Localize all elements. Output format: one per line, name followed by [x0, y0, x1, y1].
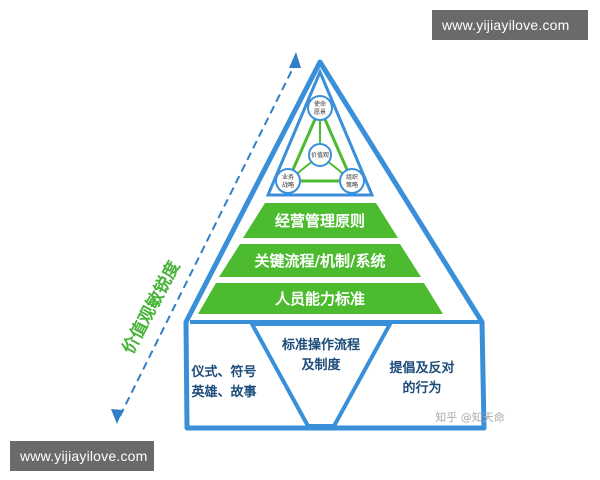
watermark-bottom: www.yijiayilove.com [10, 441, 154, 471]
circle-right-line1: 组织 [346, 173, 358, 181]
source-credit: 知乎 @知天命 [435, 410, 505, 424]
base-middle-line2: 及制度 [301, 357, 341, 373]
values-circle [308, 143, 332, 167]
top-triangle: 使命 愿景 价值观 业务 战略 组织 策略 [265, 68, 375, 197]
band-1-label: 经营管理原则 [275, 212, 365, 230]
arrow-head-up-icon [289, 52, 301, 68]
watermark-top: www.yijiayilove.com [432, 10, 588, 40]
band-3: 人员能力标准 [198, 283, 443, 314]
base-right-line2: 的行为 [402, 380, 441, 396]
base-region: 仪式、符号 英雄、故事 标准操作流程 及制度 提倡及反对 的行为 [190, 320, 480, 428]
base-middle-triangle [250, 322, 392, 428]
business-strategy-circle [275, 168, 301, 194]
sensitivity-arrow [111, 52, 301, 424]
band-2-label: 关键流程/机制/系统 [255, 252, 386, 270]
circle-right-line2: 策略 [346, 181, 358, 189]
circle-center-label: 价值观 [311, 151, 329, 159]
base-right-line1: 提倡及反对 [389, 360, 454, 376]
arrow-head-down-icon [111, 409, 123, 424]
base-left-line1: 仪式、符号 [190, 364, 256, 380]
circle-top-line2: 愿景 [314, 109, 326, 116]
base-left-line2: 英雄、故事 [190, 384, 256, 400]
mission-vision-circle [307, 95, 333, 121]
org-strategy-circle [339, 168, 365, 194]
circle-top-line1: 使命 [314, 100, 326, 108]
circle-left-line1: 业务 [282, 173, 294, 181]
band-1: 经营管理原则 [243, 203, 398, 238]
circle-left-line2: 战略 [282, 181, 294, 189]
band-3-label: 人员能力标准 [275, 290, 365, 308]
base-middle-line1: 标准操作流程 [281, 337, 360, 353]
band-2: 关键流程/机制/系统 [219, 244, 421, 277]
